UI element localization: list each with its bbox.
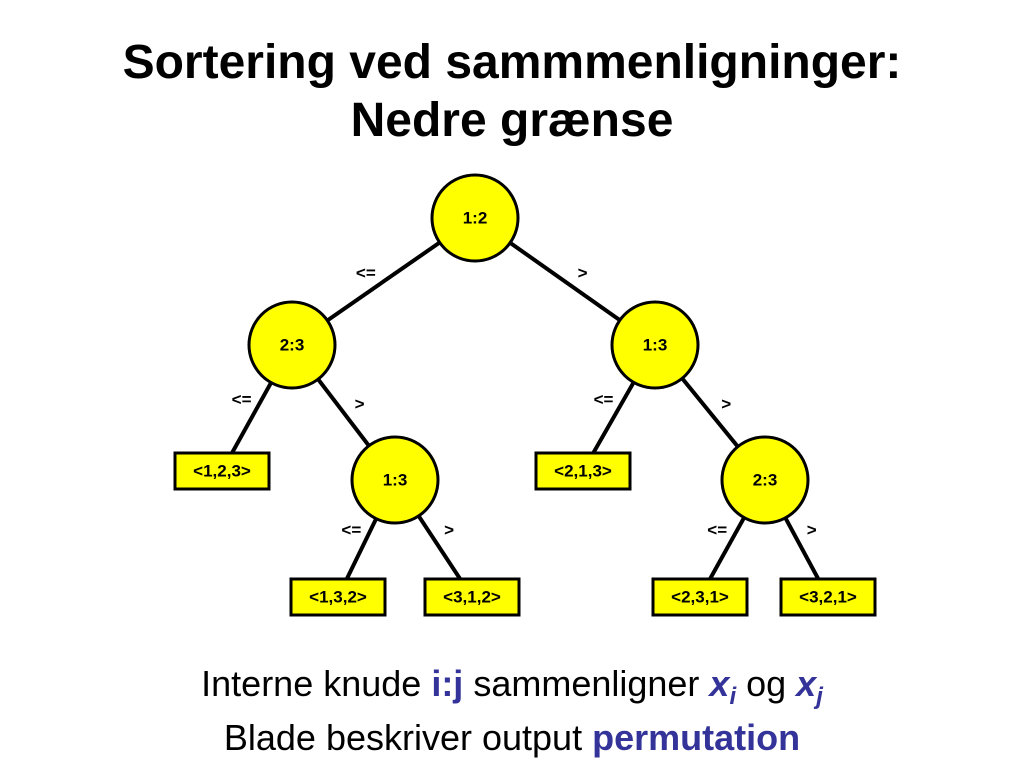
leaf-node-label: <1,2,3>	[193, 461, 251, 480]
internal-node-label: 1:3	[643, 335, 668, 354]
edge-label: >	[578, 264, 588, 283]
caption-1-sub1: i	[729, 683, 737, 710]
leaf-node-label: <1,3,2>	[309, 587, 367, 606]
internal-node: 1:3	[350, 435, 440, 525]
edge-label: >	[444, 520, 454, 539]
caption-1-middle: sammenligner	[463, 663, 710, 704]
internal-node-label: 2:3	[280, 335, 305, 354]
caption-1-prefix: Interne knude	[201, 663, 432, 704]
caption-1-and: og	[736, 663, 797, 704]
tree-edges	[220, 216, 830, 599]
caption-1-highlight: i:j	[431, 663, 464, 704]
edge-label: <=	[341, 520, 361, 539]
leaf-node-label: <3,2,1>	[799, 587, 857, 606]
leaf-node: <1,2,3>	[173, 451, 271, 491]
slide-title-line-2: Nedre grænse	[350, 94, 674, 147]
caption-2-highlight: permutation	[592, 717, 801, 758]
internal-node: 2:3	[247, 300, 337, 390]
internal-node-label: 2:3	[753, 470, 778, 489]
caption-1-var2: x	[796, 663, 817, 704]
leaf-node-box	[423, 577, 521, 617]
caption-1-var-x-j: xj	[796, 663, 823, 709]
caption-line-1: Interne knude i:j sammenligner xi og xj	[0, 662, 1024, 709]
internal-node-label: 1:2	[463, 208, 488, 227]
internal-node-label: 1:3	[383, 470, 408, 489]
leaf-node: <3,2,1>	[779, 577, 877, 617]
leaf-node-box	[651, 577, 749, 617]
leaf-node-box	[173, 451, 271, 491]
leaf-node-box	[534, 451, 632, 491]
tree-nodes: 1:2 2:3 1:3 1:3 2:3 <1,2,3> <2,1,3> <1,3,2> <3,1…	[173, 173, 877, 617]
slide-title-line-1: Sortering ved sammmenligninger:	[122, 36, 902, 89]
internal-node: 2:3	[720, 435, 810, 525]
edge-label: <=	[356, 264, 376, 283]
edge-label: <=	[707, 520, 727, 539]
internal-node-circle	[350, 435, 440, 525]
leaf-node-label: <2,3,1>	[671, 587, 729, 606]
tree-edge-labels: <= > <= > <= > <= > <= >	[232, 264, 817, 540]
caption-2-prefix: Blade beskriver output	[223, 717, 593, 758]
internal-node-circle	[610, 300, 700, 390]
edge-label: >	[721, 395, 731, 414]
leaf-node: <2,1,3>	[534, 451, 632, 491]
leaf-node-label: <2,1,3>	[554, 461, 612, 480]
internal-node: 1:3	[610, 300, 700, 390]
leaf-node: <1,3,2>	[289, 577, 387, 617]
edge-label: >	[807, 520, 817, 539]
leaf-node-label: <3,1,2>	[443, 587, 501, 606]
caption-1-sub2: j	[816, 683, 823, 710]
edge-label: >	[355, 395, 365, 414]
leaf-node-box	[779, 577, 877, 617]
leaf-node: <2,3,1>	[651, 577, 749, 617]
edge-label: <=	[232, 390, 252, 409]
slide-title: Sortering ved sammmenligninger: Nedre gr…	[0, 34, 1024, 150]
internal-node-circle	[430, 173, 520, 263]
caption-line-2: Blade beskriver output permutation	[0, 716, 1024, 760]
internal-node: 1:2	[430, 173, 520, 263]
caption-1-var-x-i: xi	[709, 663, 736, 709]
edge-label: <=	[594, 390, 614, 409]
caption-1-var1: x	[709, 663, 730, 704]
decision-tree: <= > <= > <= > <= > <= > 1:2 2:3 1:3 1:3 2:3 <1,2,3> <2…	[173, 173, 877, 617]
leaf-node-box	[289, 577, 387, 617]
internal-node-circle	[247, 300, 337, 390]
leaf-node: <3,1,2>	[423, 577, 521, 617]
internal-node-circle	[720, 435, 810, 525]
